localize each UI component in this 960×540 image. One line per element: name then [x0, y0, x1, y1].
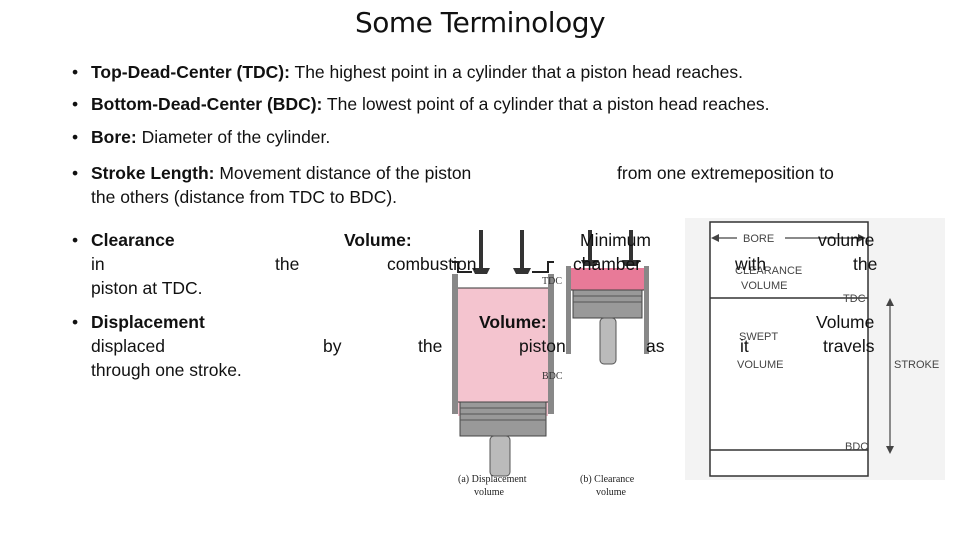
term-stroke: Stroke Length:: [91, 163, 215, 183]
displacement-word-travels: travels: [823, 336, 875, 356]
label-tdc-left: TDC: [542, 276, 562, 287]
clearance-volume-fill: [571, 268, 644, 290]
label-bdc-right: BDC: [845, 441, 868, 453]
bullet-dot: •: [72, 163, 79, 183]
term-bdc: Bottom-Dead-Center (BDC):: [91, 94, 323, 114]
caption-clearance: (b) Clearance: [580, 474, 635, 485]
term-displacement: Displacement: [91, 312, 205, 332]
label-swept: SWEPT: [739, 331, 778, 343]
displacement-word-it: it: [740, 336, 749, 356]
displacement-word-volume: Volume: [816, 312, 875, 332]
clearance-word-the: the: [275, 254, 300, 274]
label-bdc-left: BDC: [542, 371, 563, 382]
label-bore: BORE: [743, 233, 774, 245]
displacement-word-by: by: [323, 336, 342, 356]
bullet-dot: •: [72, 94, 79, 114]
definition-stroke-part2: from one extremeposition to: [617, 163, 834, 183]
bullet-dot: •: [72, 62, 79, 82]
definition-stroke-part1: Movement distance of the piston: [214, 163, 472, 183]
term-clearance: Clearance: [91, 230, 175, 250]
caption-clearance-2: volume: [596, 487, 627, 498]
clearance-word-the-2: the: [853, 254, 878, 274]
definition-bdc: The lowest point of a cylinder that a pi…: [322, 94, 770, 114]
label-stroke: STROKE: [894, 359, 939, 371]
displacement-word-displaced: displaced: [91, 336, 165, 356]
bullet-dot: •: [72, 230, 79, 250]
caption-displacement-2: volume: [474, 487, 505, 498]
clearance-word-in: in: [91, 254, 105, 274]
term-clearance-volume: Volume:: [344, 230, 412, 250]
displacement-volume-fill: [458, 288, 548, 416]
clearance-word-chamber: chamber: [573, 254, 642, 274]
slide-title: Some Terminology: [354, 6, 606, 39]
clearance-line3: piston at TDC.: [91, 278, 203, 298]
displacement-word-as: as: [646, 336, 665, 356]
displacement-line3: through one stroke.: [91, 360, 242, 380]
piston-diagram: TDC BDC (a) Displacement volume (b) Clea…: [452, 230, 649, 498]
bullet-dot: •: [72, 312, 79, 332]
label-tdc-right: TDC: [843, 293, 866, 305]
label-swept-volume: VOLUME: [737, 359, 783, 371]
cylinder-clearance: [566, 230, 649, 365]
cylinder-displacement: [452, 230, 554, 477]
definition-stroke-line2: the others (distance from TDC to BDC).: [91, 187, 398, 207]
term-tdc: Top-Dead-Center (TDC):: [91, 62, 290, 82]
term-bore: Bore:: [91, 127, 137, 147]
label-clearance: CLEARANCE: [735, 265, 802, 277]
displacement-word-the: the: [418, 336, 443, 356]
stroke-diagram: BORE CLEARANCE VOLUME TDC SWEPT VOLUME S…: [685, 218, 945, 480]
clearance-word-with: with: [735, 254, 767, 274]
clearance-word-combustion: combustion: [387, 254, 477, 274]
definition-tdc: The highest point in a cylinder that a p…: [289, 62, 744, 82]
caption-displacement: (a) Displacement: [458, 474, 527, 485]
label-clearance-volume: VOLUME: [741, 280, 787, 292]
term-displacement-volume: Volume:: [479, 312, 547, 332]
bullet-dot: •: [72, 127, 79, 147]
displacement-word-piston: piston: [519, 336, 566, 356]
clearance-word-volume: volume: [818, 230, 875, 250]
clearance-word-minimum: Minimum: [580, 230, 651, 250]
definition-bore: Diameter of the cylinder.: [136, 127, 331, 147]
